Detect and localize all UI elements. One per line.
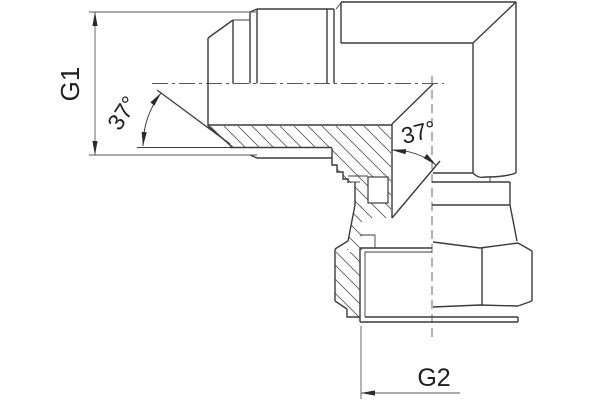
flare-cone-line bbox=[156, 89, 231, 145]
bore-corner-diagonal bbox=[391, 83, 434, 125]
block-bottom-curve bbox=[472, 172, 517, 179]
hex-top-corner-right bbox=[517, 242, 533, 252]
arrowhead bbox=[361, 390, 375, 396]
g1-dimension bbox=[89, 11, 257, 156]
g2-dimension bbox=[360, 326, 460, 399]
crest-lead-top bbox=[249, 8, 258, 13]
angle-arc bbox=[142, 92, 162, 147]
arrowhead bbox=[92, 141, 98, 155]
arrowhead bbox=[423, 154, 436, 165]
hatch-nut-lower-wall bbox=[335, 252, 360, 317]
elbow-body-block bbox=[335, 1, 517, 218]
nut-base-left-wall bbox=[346, 309, 360, 318]
hex-bottom-edge bbox=[432, 304, 519, 308]
angle-right-label: 37° bbox=[399, 115, 439, 149]
hex-top-edge bbox=[432, 241, 519, 249]
hex-bottom-corner-right bbox=[517, 300, 533, 307]
crest-lead-bottom bbox=[249, 154, 258, 159]
arrowhead bbox=[141, 131, 147, 146]
thread-relief-steps bbox=[331, 148, 349, 183]
angle-left-label: 37° bbox=[102, 91, 143, 134]
hex-bottom-corner-left bbox=[334, 300, 348, 310]
collar-flare-left bbox=[347, 204, 356, 242]
hatch-body-section bbox=[209, 126, 391, 218]
ferrule-section-box bbox=[367, 176, 389, 204]
hex-top-corner-left bbox=[334, 240, 349, 250]
arrowhead bbox=[150, 93, 161, 106]
hatch-nut-upper-wall bbox=[347, 206, 362, 250]
thread-chamfer-edge bbox=[207, 19, 234, 39]
arrowhead bbox=[92, 12, 98, 26]
arrowhead bbox=[392, 149, 407, 155]
thread-relief-notch bbox=[360, 234, 376, 248]
block-left-corner bbox=[335, 2, 342, 10]
g2-label: G2 bbox=[417, 364, 450, 392]
angle-dim-left bbox=[137, 89, 231, 149]
section-hatching bbox=[209, 126, 391, 317]
block-bevel-edge bbox=[472, 1, 517, 44]
collar-flare-right bbox=[509, 204, 518, 242]
g1-label: G1 bbox=[55, 67, 85, 102]
swivel-nut bbox=[334, 160, 533, 323]
flare-seat-cone bbox=[391, 160, 441, 219]
